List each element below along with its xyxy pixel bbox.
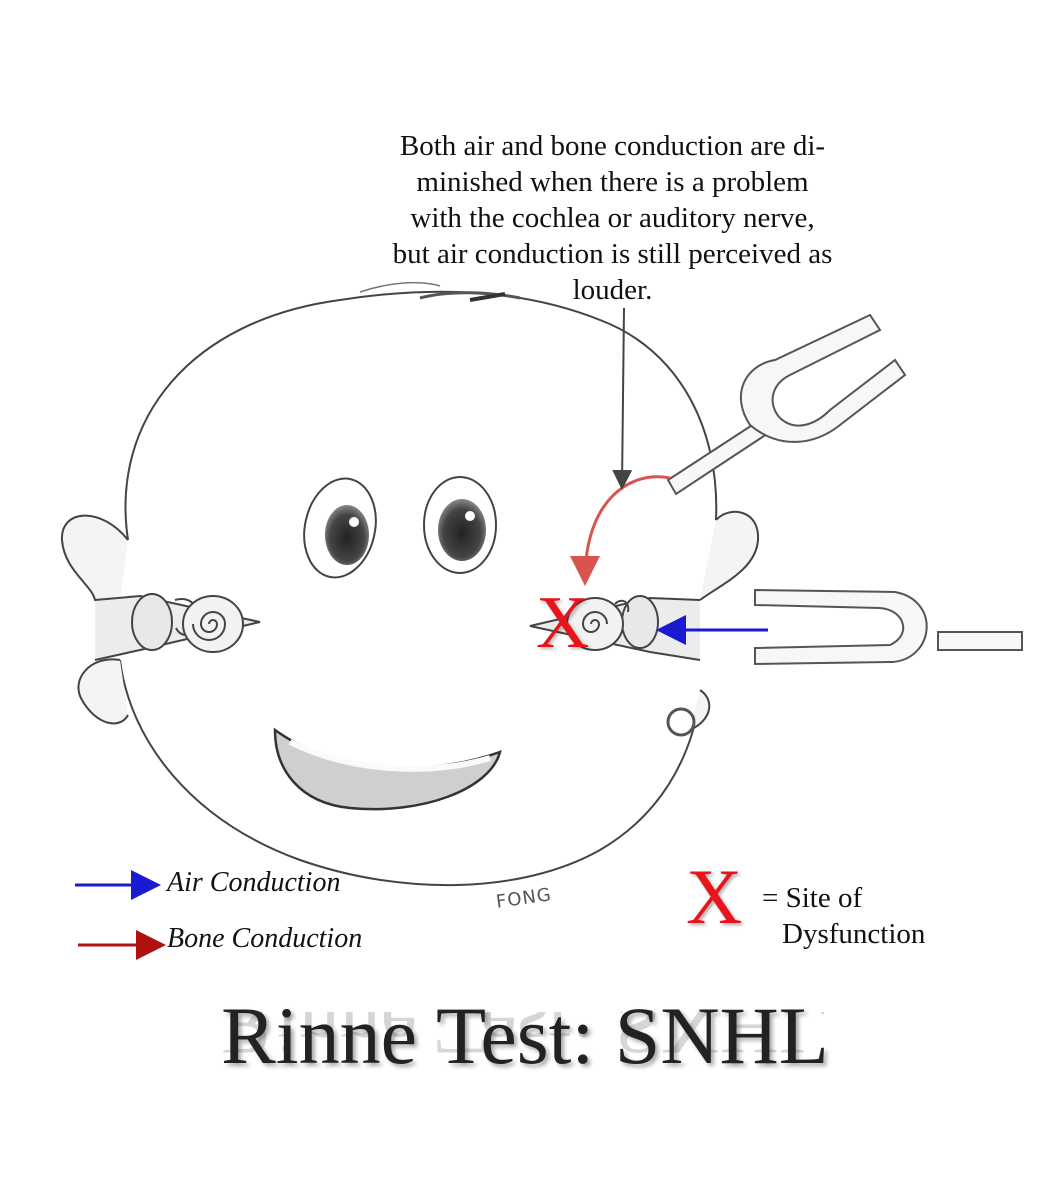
eyes [295, 472, 496, 584]
key-description: = Site of Dysfunction [762, 880, 962, 952]
key-line-2: Dysfunction [762, 916, 962, 952]
annotation-pointer [622, 308, 624, 486]
smile [275, 730, 500, 809]
title-reflection: Rinne Test: SNHL [0, 1012, 1050, 1072]
site-of-dysfunction-marker: X [536, 586, 589, 660]
left-inner-ear [95, 594, 260, 660]
annotation-line: minished when there is a problem [340, 164, 885, 200]
tuning-fork-bone [668, 315, 905, 494]
annotation-line: but air conduction is still perceived as [340, 236, 885, 272]
tuning-fork-air [755, 590, 1022, 664]
annotation-line: with the cochlea or auditory nerve, [340, 200, 885, 236]
legend-bone-label: Bone Conduction [167, 923, 362, 955]
annotation-text: Both air and bone conduction are di- min… [340, 128, 885, 308]
key-line-1: = Site of [762, 882, 862, 914]
bone-conduction-arrow [585, 477, 670, 580]
annotation-line: louder. [340, 272, 885, 308]
key-x-symbol: X [686, 858, 742, 936]
legend-air-label: Air Conduction [167, 867, 340, 899]
annotation-line: Both air and bone conduction are di- [340, 128, 885, 164]
